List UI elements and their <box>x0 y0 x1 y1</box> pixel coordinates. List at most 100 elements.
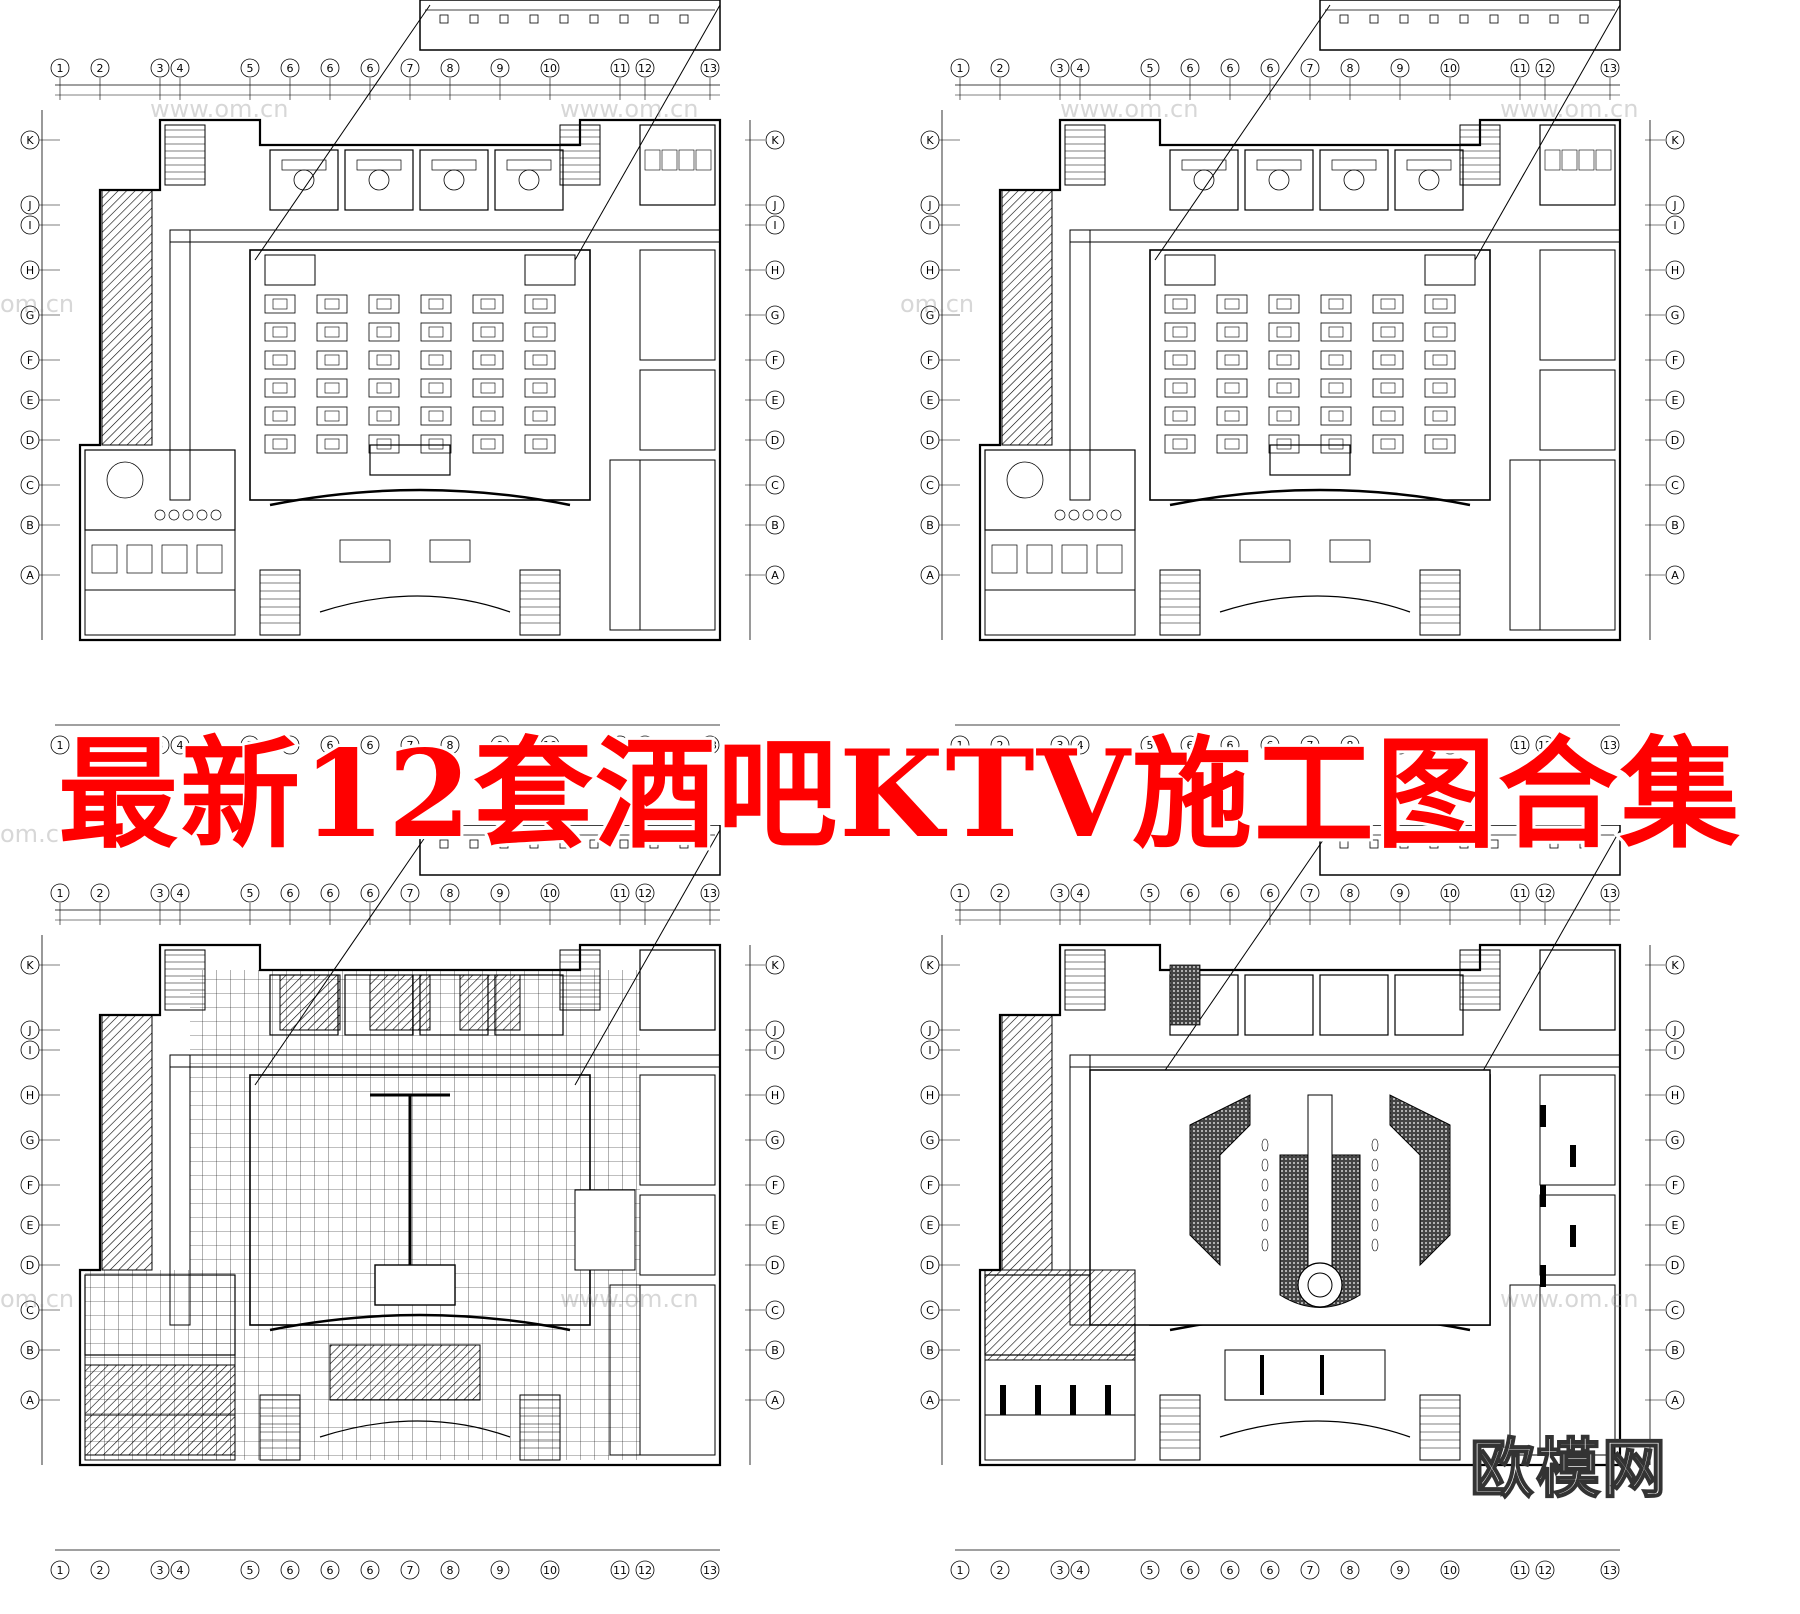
axis-label: 1 <box>57 887 64 900</box>
booth-table <box>1164 406 1196 426</box>
booth-table <box>1424 434 1456 454</box>
axis-bubble <box>20 1130 40 1150</box>
service-room <box>1539 249 1616 361</box>
axis-label: C <box>1671 479 1679 492</box>
axis-bubble <box>920 130 940 150</box>
axis-bubble <box>1510 883 1530 903</box>
axis-bubble <box>360 735 380 755</box>
axis-label: B <box>926 519 934 532</box>
axis-bubble <box>765 1175 785 1195</box>
axis-bubble <box>50 735 70 755</box>
axis-label: 4 <box>1077 887 1084 900</box>
axis-label: C <box>926 1304 934 1317</box>
axis-label: E <box>27 394 34 407</box>
axis-label: 8 <box>1347 887 1354 900</box>
booth-table <box>1320 294 1352 314</box>
axis-bubble <box>920 1130 940 1150</box>
axis-bubble <box>700 58 720 78</box>
booth-table <box>1164 322 1196 342</box>
axis-bubble <box>765 955 785 975</box>
booth-table <box>316 406 348 426</box>
axis-label: 3 <box>157 62 164 75</box>
decor-panel <box>1189 1094 1251 1267</box>
axis-label: I <box>28 1044 31 1057</box>
booth-table <box>1164 434 1196 454</box>
axis-bubble <box>1510 1560 1530 1580</box>
axis-label: C <box>1671 1304 1679 1317</box>
axis-bubble <box>20 955 40 975</box>
staircase <box>1459 124 1501 186</box>
bar-counter <box>369 444 451 476</box>
stage-edge <box>269 488 571 507</box>
private-room <box>419 149 489 211</box>
axis-label: 6 <box>327 739 334 752</box>
exterior-wall <box>978 118 1622 642</box>
axis-bubble <box>20 430 40 450</box>
booth-table <box>1320 350 1352 370</box>
axis-bubble <box>920 1215 940 1235</box>
axis-bubble <box>20 1040 40 1060</box>
hatched-wall-zone <box>101 189 153 446</box>
axis-label: B <box>926 1344 934 1357</box>
axis-label: 2 <box>997 62 1004 75</box>
axis-bubble <box>1665 350 1685 370</box>
axis-label: 5 <box>1147 887 1154 900</box>
axis-bubble <box>1300 58 1320 78</box>
axis-label: 12 <box>1538 62 1552 75</box>
axis-label: K <box>26 959 34 972</box>
section-line <box>1474 4 1621 261</box>
axis-bubble <box>90 58 110 78</box>
axis-bubble <box>920 955 940 975</box>
axis-label: 5 <box>1147 1564 1154 1577</box>
main-hall <box>249 249 591 501</box>
axis-label: H <box>1671 264 1679 277</box>
axis-bubble <box>1535 883 1555 903</box>
booth-table <box>1320 434 1352 454</box>
axis-bubble <box>920 1255 940 1275</box>
axis-bubble <box>1050 1560 1070 1580</box>
axis-bubble <box>765 1215 785 1235</box>
axis-label: 2 <box>97 1564 104 1577</box>
axis-label: 6 <box>367 62 374 75</box>
axis-bubble <box>1340 883 1360 903</box>
axis-bubble <box>400 58 420 78</box>
axis-bubble <box>950 1560 970 1580</box>
booth-table <box>316 322 348 342</box>
downlight <box>1261 1218 1269 1232</box>
axis-bubble <box>1665 1390 1685 1410</box>
axis-label: 9 <box>1397 887 1404 900</box>
axis-label: H <box>26 1089 34 1102</box>
axis-bubble <box>950 883 970 903</box>
booth-table <box>1164 350 1196 370</box>
axis-label: E <box>772 1219 779 1232</box>
axis-label: D <box>26 434 34 447</box>
booth-table <box>1372 350 1404 370</box>
axis-bubble <box>50 1560 70 1580</box>
axis-label: J <box>1672 199 1676 212</box>
axis-bubble <box>1665 515 1685 535</box>
axis-bubble <box>765 1255 785 1275</box>
axis-bubble <box>920 1020 940 1040</box>
lounge <box>984 449 1136 531</box>
axis-label: 6 <box>1267 62 1274 75</box>
axis-label: I <box>1673 1044 1676 1057</box>
axis-bubble <box>50 883 70 903</box>
axis-label: 6 <box>287 887 294 900</box>
axis-label: A <box>771 1394 779 1407</box>
lounge-table <box>106 461 144 499</box>
axis-bubble <box>920 515 940 535</box>
axis-label: 11 <box>1513 1564 1527 1577</box>
axis-label: H <box>771 1089 779 1102</box>
axis-bubble <box>490 883 510 903</box>
axis-label: 3 <box>157 739 164 752</box>
axis-bubble <box>20 1175 40 1195</box>
axis-bubble <box>150 735 170 755</box>
axis-label: J <box>927 199 931 212</box>
booth-table <box>316 378 348 398</box>
axis-bubble <box>920 350 940 370</box>
room-table <box>518 169 540 191</box>
axis-label: D <box>926 1259 934 1272</box>
axis-bubble <box>635 735 655 755</box>
private-room <box>1169 149 1239 211</box>
